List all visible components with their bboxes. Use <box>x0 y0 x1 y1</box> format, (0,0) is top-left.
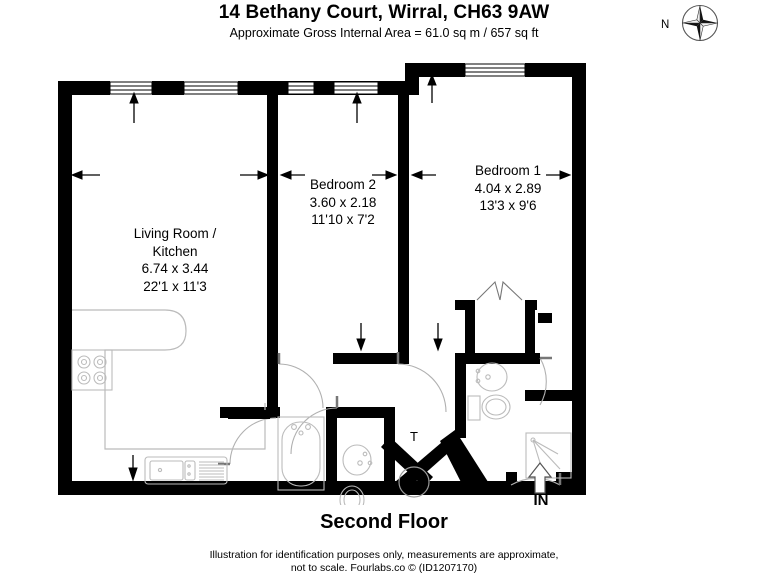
door-swings <box>218 280 562 486</box>
dim-b2-depth <box>352 91 362 123</box>
wc-bathroom <box>339 485 365 505</box>
tank-marker-icon <box>398 466 430 498</box>
disclaimer-line-2: not to scale. Fourlabs.co © (ID1207170) <box>290 562 478 574</box>
dimension-arrows <box>70 73 572 482</box>
area-subtitle: Approximate Gross Internal Area = 61.0 s… <box>229 26 539 40</box>
room-label-living-kitchen: Living Room / Kitchen 6.74 x 3.44 22'1 x… <box>95 225 255 295</box>
dim-b2-width <box>279 170 398 180</box>
window-living-2 <box>183 81 239 95</box>
window-bedroom2-1 <box>287 81 315 95</box>
wc-ensuite <box>467 394 511 421</box>
windows <box>109 63 526 95</box>
bathtub <box>277 416 325 491</box>
bedroom-2-imperial: 11'10 x 7'2 <box>311 212 375 227</box>
kitchen-sink <box>144 456 228 485</box>
dim-living-depth <box>129 91 139 123</box>
shower-cubicle <box>525 432 572 479</box>
bedroom-2-metric: 3.60 x 2.18 <box>309 194 377 210</box>
window-bedroom2-2 <box>333 81 379 95</box>
dim-living-width <box>70 170 270 180</box>
disclaimer-line-1: Illustration for identification purposes… <box>209 549 559 561</box>
bedroom-1-imperial: 13'3 x 9'6 <box>479 198 537 213</box>
kitchen-hob <box>71 349 113 391</box>
compass-north-label: N <box>661 19 670 31</box>
living-kitchen-name-2: Kitchen <box>152 243 198 259</box>
bedroom-1-metric: 4.04 x 2.89 <box>474 180 542 196</box>
living-kitchen-imperial: 22'1 x 11'3 <box>143 278 207 294</box>
entrance-arrow-icon <box>527 462 553 494</box>
counter-wall-stub <box>228 410 270 419</box>
dim-b1-width <box>410 170 572 180</box>
window-living-1 <box>109 81 153 95</box>
tank-marker-label: T <box>410 429 418 444</box>
dim-b1-depth-lower <box>433 323 443 352</box>
basin-ensuite <box>475 362 508 392</box>
kitchen-counter <box>72 309 266 450</box>
dim-b1-depth <box>427 73 437 103</box>
room-label-bedroom-1: Bedroom 1 4.04 x 2.89 13'3 x 9'6 <box>438 162 578 215</box>
entrance-label: IN <box>533 492 549 509</box>
basin-bathroom <box>342 444 373 476</box>
exterior-walls <box>58 63 586 495</box>
living-kitchen-metric: 6.74 x 3.44 <box>141 261 209 276</box>
window-bedroom1 <box>464 63 526 77</box>
bedroom-1-name: Bedroom 1 <box>474 163 542 178</box>
living-kitchen-name-1: Living Room / <box>133 226 217 241</box>
internal-walls <box>220 81 573 492</box>
room-label-bedroom-2: Bedroom 2 3.60 x 2.18 11'10 x 7'2 <box>278 176 408 229</box>
page-title: 14 Bethany Court, Wirral, CH63 9AW <box>218 2 550 23</box>
compass-rose-icon <box>660 2 732 46</box>
floor-title: Second Floor <box>320 511 448 533</box>
dim-kitchen-depth <box>128 455 138 482</box>
dim-b2-depth-lower <box>356 323 366 352</box>
bedroom-2-name: Bedroom 2 <box>309 177 377 192</box>
floorplan-drawing <box>58 63 586 505</box>
disclaimer-text: Illustration for identification purposes… <box>0 549 768 575</box>
interior-fill <box>58 65 586 495</box>
